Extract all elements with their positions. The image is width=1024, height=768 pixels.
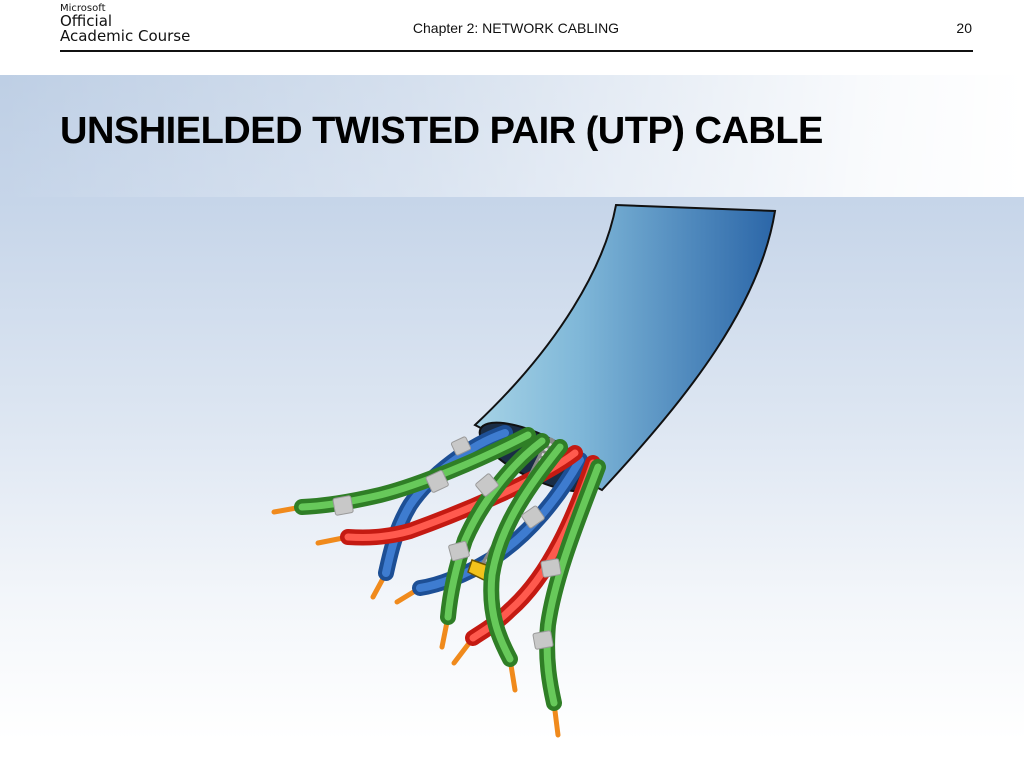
logo-line-official: Official xyxy=(60,12,113,30)
title-band xyxy=(0,75,1024,197)
logo-line-academic-course: Academic Course xyxy=(60,27,191,45)
wire-stripe-bands xyxy=(332,436,562,650)
chapter-title: Chapter 2: NETWORK CABLING xyxy=(412,20,620,36)
cable-jacket xyxy=(473,203,777,492)
logo-brand: Microsoft xyxy=(60,3,106,14)
header-divider xyxy=(60,50,973,52)
utp-cable-illustration xyxy=(271,203,777,738)
page-number: 20 xyxy=(956,20,972,36)
green-wires xyxy=(294,427,606,711)
slide-title: UNSHIELDED TWISTED PAIR (UTP) CABLE xyxy=(60,110,823,152)
microsoft-official-academic-course-logo: Microsoft Official Academic Course xyxy=(60,3,190,44)
slide-header: Microsoft Official Academic Course Chapt… xyxy=(0,0,1024,75)
